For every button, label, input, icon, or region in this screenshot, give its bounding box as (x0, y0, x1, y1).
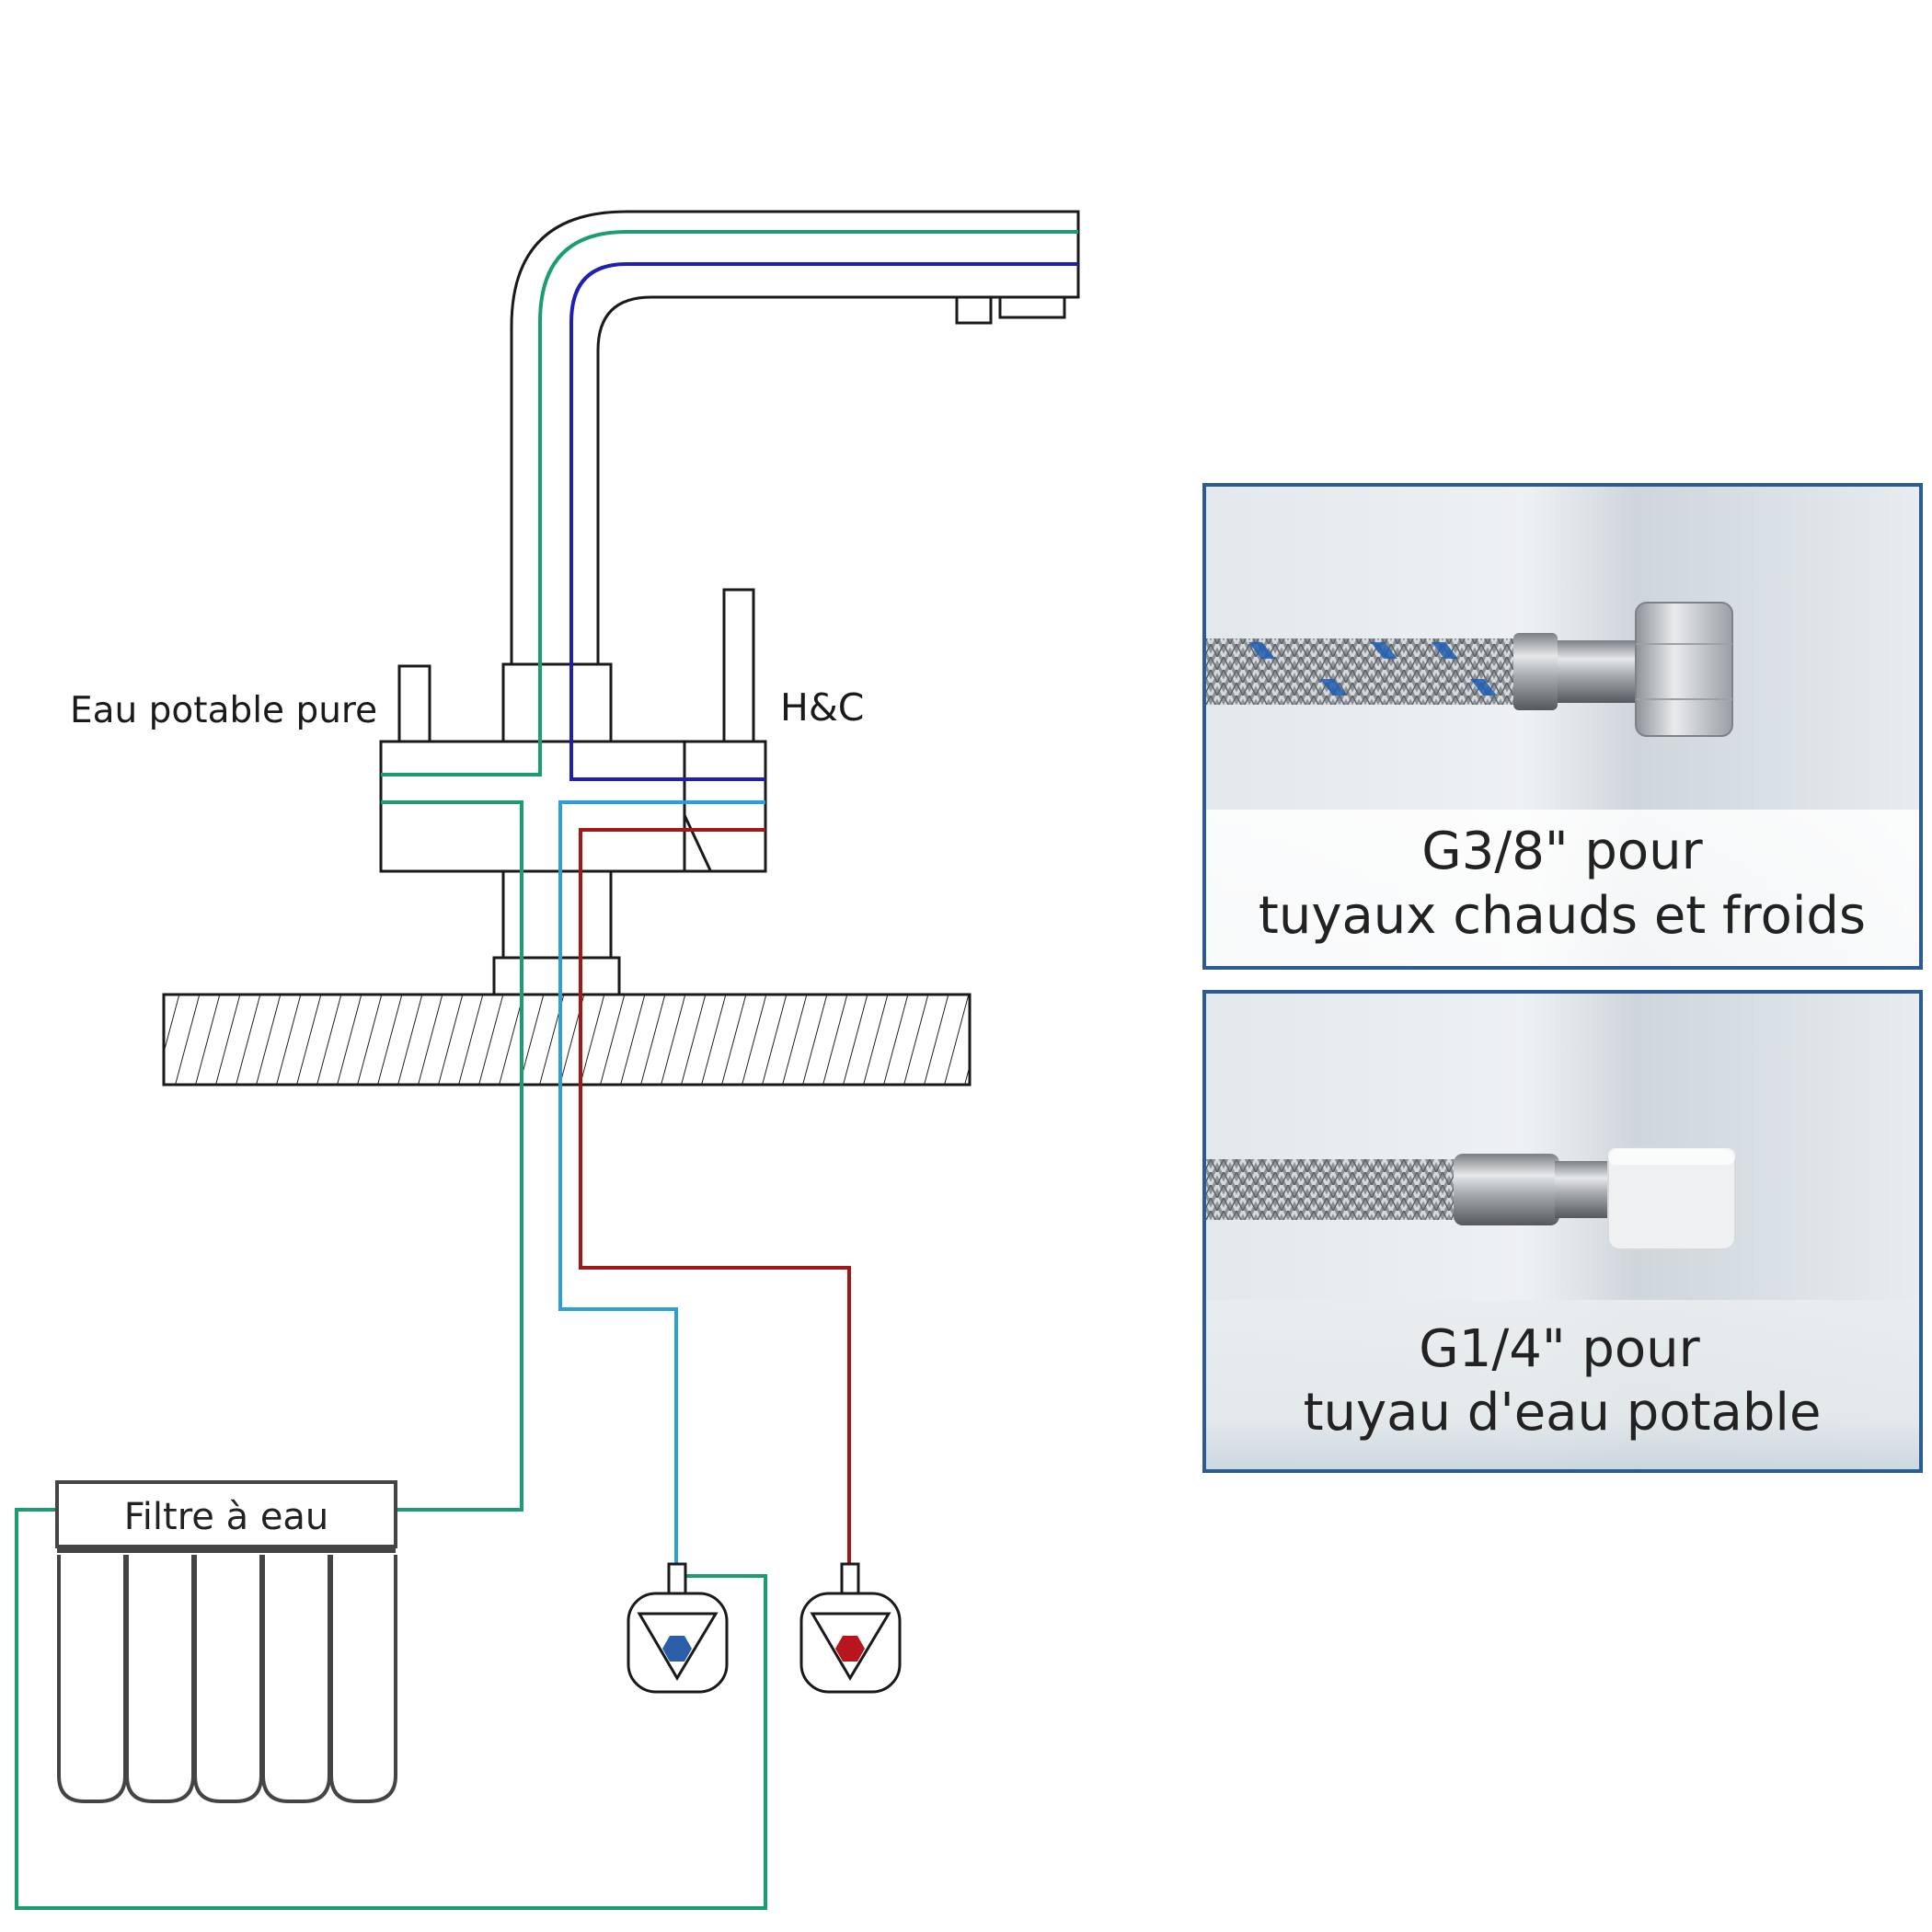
braided-hose-image-2 (1206, 1159, 1459, 1220)
panel-g14-line2: tuyau d'eau potable (1304, 1383, 1822, 1443)
pure-water-line (15, 230, 1078, 1910)
panel-g14-line1: G1/4" pour (1419, 1319, 1700, 1379)
filter-label: Filtre à eau (124, 1496, 329, 1538)
braided-hose-image (1206, 638, 1519, 705)
faucet-body (379, 588, 767, 996)
pure-water-line-path (381, 230, 1078, 776)
hot-cold-label: H&C (780, 685, 864, 730)
water-filter: Filtre à eau (55, 1480, 397, 1803)
cold-supply-line (558, 800, 765, 1564)
pure-water-label: Eau potable pure (70, 690, 377, 731)
hose-panel-g14: G1/4" pour tuyau d'eau potable (1202, 990, 1923, 1473)
hot-supply-line (579, 828, 851, 1564)
faucet-spout (510, 210, 1080, 664)
cold-water-valve (627, 1562, 729, 1694)
panel-g38-line2: tuyaux chauds et froids (1259, 886, 1866, 946)
hot-water-valve (799, 1562, 902, 1694)
hose-panel-g38: G3/8" pour tuyaux chauds et froids (1202, 483, 1923, 970)
hot-valve-marker (835, 1636, 865, 1662)
cold-mix-line (569, 262, 1078, 781)
cold-valve-marker (662, 1636, 692, 1662)
panel-g38-line1: G3/8" pour (1421, 822, 1703, 881)
countertop (162, 993, 972, 1087)
